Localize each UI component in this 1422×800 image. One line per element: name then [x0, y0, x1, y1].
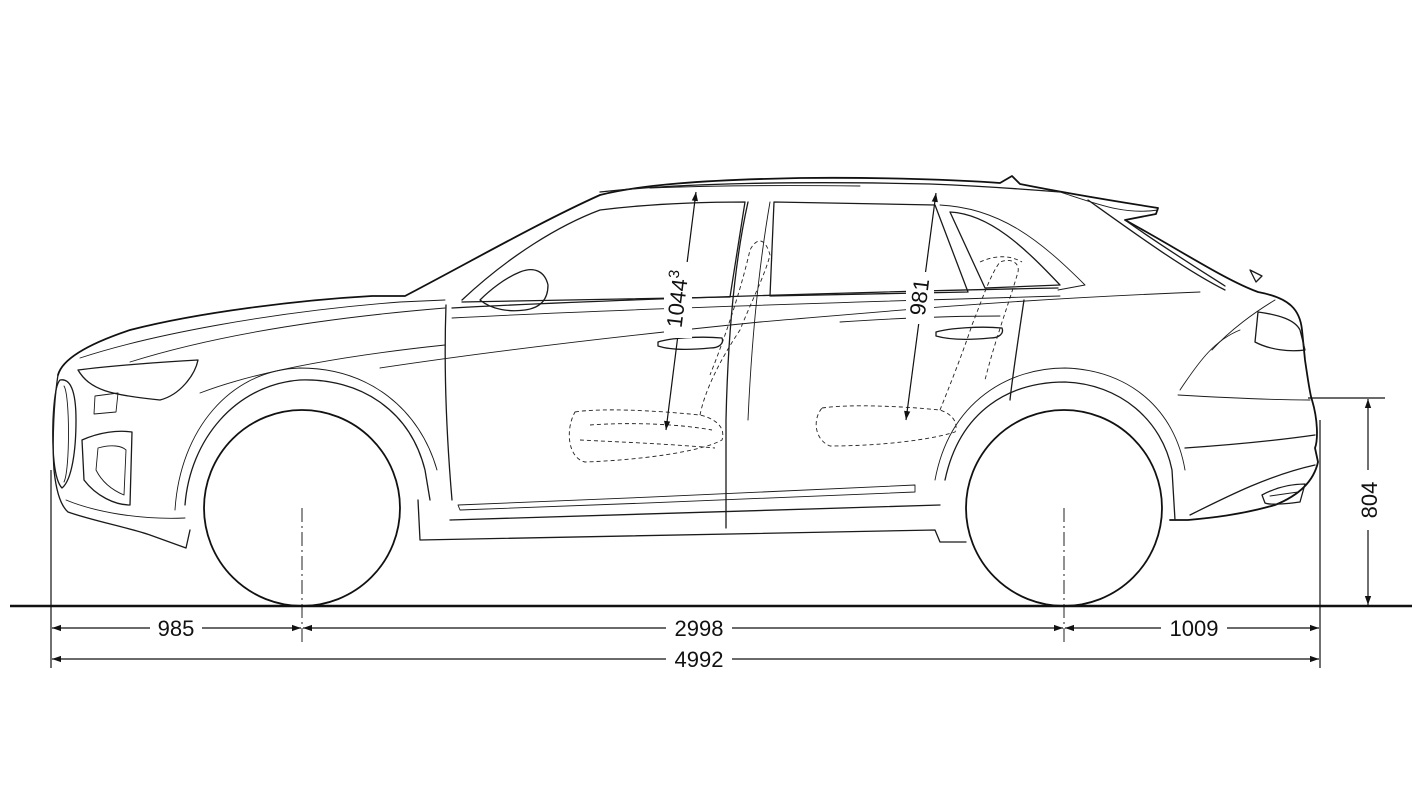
front-headroom-note: 3: [666, 269, 684, 279]
seats-outline: [568, 240, 1023, 463]
dimension-wheelbase: 2998: [303, 614, 1063, 641]
dimension-overall-length: 4992: [52, 645, 1319, 672]
car-body: [52, 175, 1319, 549]
rear-overhang-label: 1009: [1170, 616, 1219, 641]
svg-text:10443: 10443: [660, 269, 694, 329]
front-overhang-label: 985: [158, 616, 195, 641]
dimension-front-overhang: 985: [52, 614, 301, 641]
overall-length-label: 4992: [675, 647, 724, 672]
dimension-rear-height: 804: [1355, 399, 1382, 605]
dimension-rear-headroom: 981: [904, 192, 938, 421]
rear-headroom-label: 981: [905, 277, 934, 316]
rear-height-label: 804: [1357, 482, 1382, 519]
dimension-front-headroom: 10443: [660, 191, 698, 431]
dimension-rear-overhang: 1009: [1065, 614, 1319, 641]
front-headroom-label: 1044: [662, 277, 693, 329]
wheelbase-label: 2998: [675, 616, 724, 641]
